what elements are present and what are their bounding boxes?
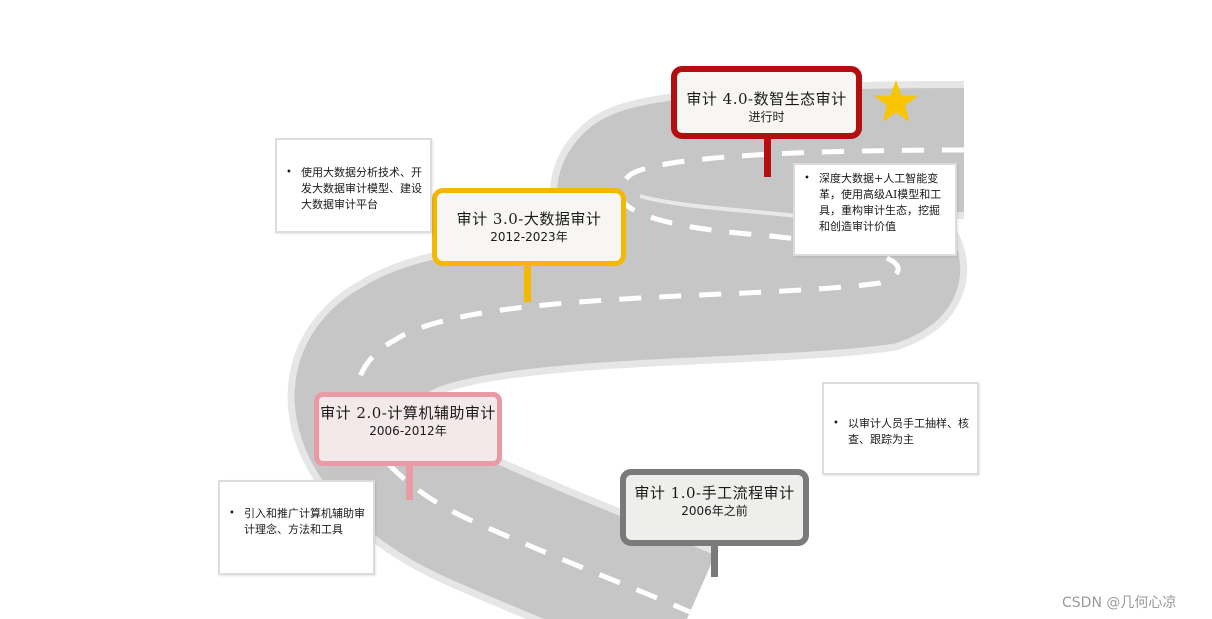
- stage-1-pin: [711, 546, 718, 577]
- stage-4-note: • 深度大数据+人工智能变革，使用高级AI模型和工具，重构审计生态，挖掘和创造审…: [793, 163, 957, 256]
- stage-3-note-text: 使用大数据分析技术、开发大数据审计模型、建设大数据审计平台: [301, 166, 422, 211]
- bullet: •: [804, 173, 810, 184]
- stage-2-card: 审计 2.0-计算机辅助审计 2006-2012年: [314, 392, 502, 466]
- lane-markings: [354, 147, 965, 615]
- stage-4-card: 审计 4.0-数智生态审计 进行时: [671, 66, 862, 139]
- stage-1-title: 审计 1.0-手工流程审计: [634, 484, 795, 502]
- stage-4-period: 进行时: [748, 110, 785, 124]
- stage-2-period: 2006-2012年: [369, 424, 447, 438]
- stage-1-note: • 以审计人员手工抽样、核查、跟踪为主: [822, 382, 979, 475]
- stage-2-pin: [406, 466, 413, 500]
- stage-3-card: 审计 3.0-大数据审计 2012-2023年: [432, 188, 626, 266]
- stage-3-period: 2012-2023年: [490, 230, 568, 244]
- stage-4-pin: [764, 139, 771, 177]
- watermark: CSDN @几何心凉: [1062, 595, 1177, 611]
- stage-2-note: • 引入和推广计算机辅助审计理念、方法和工具: [218, 480, 375, 575]
- bullet: •: [286, 167, 292, 178]
- star-icon: [874, 80, 918, 122]
- stage-2-title: 审计 2.0-计算机辅助审计: [320, 404, 496, 422]
- stage-2-note-text: 引入和推广计算机辅助审计理念、方法和工具: [244, 507, 365, 536]
- stage-1-card: 审计 1.0-手工流程审计 2006年之前: [620, 469, 809, 546]
- stage-3-note: • 使用大数据分析技术、开发大数据审计模型、建设大数据审计平台: [275, 138, 432, 233]
- bullet: •: [833, 418, 839, 429]
- stage-4-title: 审计 4.0-数智生态审计: [686, 90, 847, 108]
- stage-3-pin: [524, 266, 531, 302]
- stage-4-note-text: 深度大数据+人工智能变革，使用高级AI模型和工具，重构审计生态，挖掘和创造审计价…: [819, 172, 942, 233]
- bullet: •: [229, 508, 235, 519]
- stage-1-note-text: 以审计人员手工抽样、核查、跟踪为主: [848, 417, 969, 446]
- stage-3-title: 审计 3.0-大数据审计: [456, 210, 602, 228]
- stage-1-period: 2006年之前: [681, 504, 748, 518]
